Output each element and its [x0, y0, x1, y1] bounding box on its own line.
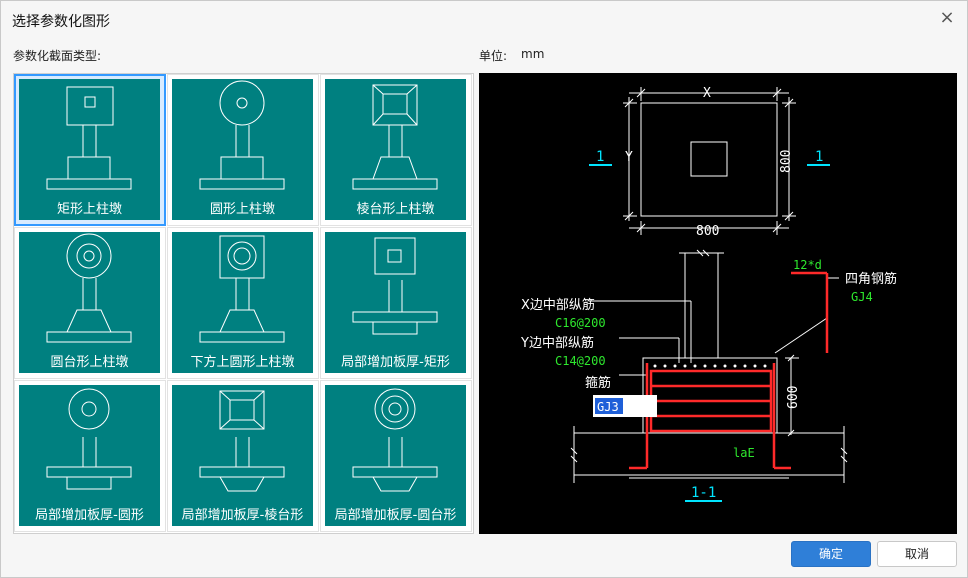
preview-canvas: X Y 800 800 1 1 — [479, 73, 957, 534]
stirrup-label: 箍筋 — [585, 375, 611, 391]
shape-diagram-icon — [352, 84, 438, 190]
section-mark-right: 1 — [815, 149, 823, 165]
shape-gallery: 矩形上柱墩圆形上柱墩棱台形上柱墩圆台形上柱墩下方上圆形上柱墩局部增加板厚-矩形局… — [13, 73, 474, 534]
shape-option-rect-bottom[interactable]: 局部增加板厚-矩形 — [320, 227, 472, 379]
section-view — [570, 249, 848, 483]
shape-thumbnail: 局部增加板厚-棱台形 — [172, 385, 313, 526]
shape-option-label: 圆形上柱墩 — [209, 202, 275, 217]
plan-width-dim: 800 — [696, 224, 719, 239]
shape-option-label: 圆台形上柱墩 — [50, 355, 129, 370]
section-type-label: 参数化截面类型: — [13, 49, 102, 63]
shape-thumbnail: 矩形上柱墩 — [19, 79, 160, 220]
lae-label: laE — [733, 446, 755, 460]
anchor-label: 12*d — [793, 258, 822, 272]
section-title: 1-1 — [691, 485, 716, 501]
y-mid-bar-value: C14@200 — [555, 354, 606, 368]
plan-outline — [640, 102, 778, 217]
shape-option-frustum-bottom[interactable]: 局部增加板厚-棱台形 — [167, 380, 319, 532]
shape-option-cone-top[interactable]: 圆台形上柱墩 — [14, 227, 166, 379]
shape-thumbnail: 圆台形上柱墩 — [19, 232, 160, 373]
plan-view — [623, 87, 796, 235]
shape-diagram-icon — [46, 388, 132, 490]
rebar-lines — [629, 271, 829, 470]
shape-option-label: 棱台形上柱墩 — [356, 202, 435, 217]
shape-diagram-icon — [46, 86, 132, 190]
dialog-title: 选择参数化图形 — [12, 14, 110, 30]
unit-label: 单位: — [479, 49, 508, 63]
rebar-dots — [653, 364, 767, 368]
shape-diagram-icon — [352, 388, 438, 492]
corner-bar-label: 四角钢筋 — [845, 271, 897, 287]
shape-thumbnail: 局部增加板厚-圆台形 — [325, 385, 466, 526]
shape-thumbnail: 局部增加板厚-矩形 — [325, 232, 466, 373]
plan-x-label: X — [703, 86, 711, 101]
pier-height-dim: 600 — [786, 386, 801, 409]
shape-option-label: 下方上圆形上柱墩 — [190, 355, 295, 370]
corner-bar-code: GJ4 — [851, 290, 873, 304]
plan-y-label: Y — [625, 150, 633, 165]
close-icon[interactable]: × — [939, 7, 955, 28]
shape-option-square-circle-top[interactable]: 下方上圆形上柱墩 — [167, 227, 319, 379]
stirrup-input[interactable]: GJ3 — [597, 400, 619, 414]
plan-height-dim: 800 — [779, 150, 794, 173]
shape-option-label: 矩形上柱墩 — [56, 202, 122, 217]
y-mid-bar-label: Y边中部纵筋 — [520, 335, 594, 351]
shape-diagram-icon — [199, 390, 285, 492]
cancel-button[interactable]: 取消 — [877, 541, 957, 567]
shape-option-circle-bottom[interactable]: 局部增加板厚-圆形 — [14, 380, 166, 532]
x-mid-bar-label: X边中部纵筋 — [521, 297, 595, 313]
shape-thumbnail: 棱台形上柱墩 — [325, 79, 466, 220]
shape-option-label: 局部增加板厚-圆台形 — [334, 508, 457, 523]
shape-thumbnail: 下方上圆形上柱墩 — [172, 232, 313, 373]
ok-button[interactable]: 确定 — [791, 541, 871, 567]
shape-diagram-icon — [199, 235, 285, 343]
shape-option-label: 局部增加板厚-棱台形 — [181, 508, 304, 523]
preview-drawing: X Y 800 800 1 1 — [520, 86, 897, 502]
shape-diagram-icon — [199, 80, 285, 190]
x-mid-bar-value: C16@200 — [555, 316, 606, 330]
unit-value: mm — [521, 47, 545, 61]
shape-option-label: 局部增加板厚-矩形 — [341, 355, 450, 370]
section-mark-left: 1 — [596, 149, 604, 165]
shape-option-frustum-top[interactable]: 棱台形上柱墩 — [320, 74, 472, 226]
plan-column — [690, 141, 728, 177]
shape-diagram-icon — [46, 233, 132, 343]
shape-thumbnail: 局部增加板厚-圆形 — [19, 385, 160, 526]
shape-option-rect-top[interactable]: 矩形上柱墩 — [14, 74, 166, 226]
shape-option-cone-bottom[interactable]: 局部增加板厚-圆台形 — [320, 380, 472, 532]
shape-thumbnail: 圆形上柱墩 — [172, 79, 313, 220]
shape-diagram-icon — [352, 237, 438, 335]
shape-option-label: 局部增加板厚-圆形 — [35, 508, 144, 523]
shape-option-circle-top[interactable]: 圆形上柱墩 — [167, 74, 319, 226]
